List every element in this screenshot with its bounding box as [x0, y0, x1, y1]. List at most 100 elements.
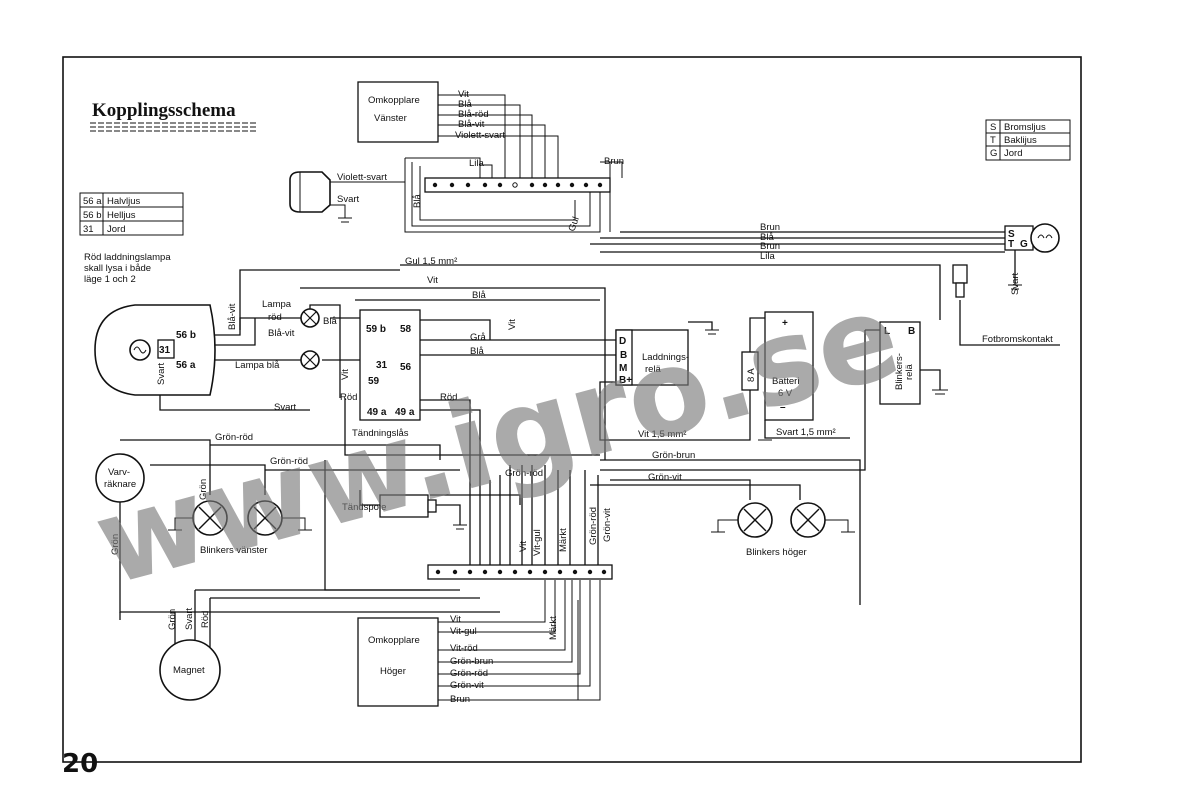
wire-label-rod: Röd [340, 392, 357, 403]
svg-text:B: B [620, 350, 627, 361]
svg-text:Svart: Svart [337, 194, 360, 205]
svg-text:8 A: 8 A [746, 368, 757, 382]
svg-text:skall lysa i både: skall lysa i både [84, 263, 151, 274]
wire-label-gron-vit: Grön-vit [648, 472, 682, 483]
svg-text:Grön: Grön [167, 609, 178, 630]
svg-text:M: M [619, 363, 627, 374]
ignition-lock: 59 b 58 31 56 59 49 a 49 a Tändningslås [352, 309, 421, 439]
wire-label-gron-rod: Grön-röd [215, 432, 253, 443]
wire-label-vit-mid: Vit [507, 319, 518, 330]
svg-text:Magnet: Magnet [173, 665, 205, 676]
wire-label-gron-vit-v: Grön-vit [602, 508, 613, 542]
wire-label-gron: Grön [110, 534, 121, 555]
svg-text:56: 56 [400, 362, 412, 373]
svg-text:Brun: Brun [450, 694, 470, 705]
wire-label-bla-mid: Blå [470, 346, 484, 357]
charging-lamp-note: Röd laddningslampa skall lysa i både läg… [84, 252, 171, 285]
page-title: Kopplingsschema [92, 100, 236, 121]
svg-text:6 V: 6 V [778, 388, 793, 399]
svg-text:Vänster: Vänster [374, 113, 407, 124]
svg-text:Blinkers höger: Blinkers höger [746, 547, 807, 558]
svg-text:räknare: räknare [104, 479, 136, 490]
svg-text:58: 58 [400, 324, 412, 335]
svg-text:49 a: 49 a [367, 407, 387, 418]
ignition-coil: Tändspole [342, 494, 437, 518]
wire-label-gron-rod: Grön-röd [505, 468, 543, 479]
svg-text:L: L [884, 326, 890, 337]
svg-text:+: + [782, 318, 788, 329]
wire-label-vit-bat: Vit 1,5 mm² [638, 429, 686, 440]
wire-label-lila: Lila [469, 158, 485, 169]
svg-text:Blå: Blå [760, 232, 774, 243]
brake-switch: Fotbromskontakt [952, 264, 1053, 345]
legend-code: S [990, 122, 996, 133]
svg-text:Grön-brun: Grön-brun [450, 656, 493, 667]
terminal-strip-bottom [427, 564, 613, 580]
legend-code: T [990, 135, 996, 146]
indicator-lamp-blue [300, 350, 320, 370]
svg-text:31: 31 [376, 360, 388, 371]
svg-text:49 a: 49 a [395, 407, 415, 418]
svg-text:Blinkers vänster: Blinkers vänster [200, 545, 268, 556]
switch-right: Omkopplare Höger [357, 617, 439, 707]
svg-text:Vit-röd: Vit-röd [450, 643, 478, 654]
wire-label-bla: Blå [472, 290, 486, 301]
svg-text:Tändspole: Tändspole [342, 502, 386, 513]
svg-text:D: D [619, 336, 626, 347]
svg-text:B+: B+ [619, 375, 632, 386]
svg-text:Laddnings-: Laddnings- [642, 352, 689, 363]
switch-left-wire-labels: Vit Blå Blå-röd Blå-vit Violett-svart [455, 89, 505, 141]
charging-relay: D B M B+ Laddnings- relä [615, 329, 689, 386]
svg-text:Blå: Blå [458, 99, 472, 110]
legend-code: G [990, 148, 997, 159]
wire-label-gra: Grå [470, 332, 487, 343]
wire-label-rod: röd [268, 312, 282, 323]
svg-text:Lila: Lila [760, 251, 776, 262]
wire-label-bla-v: Blå [412, 194, 423, 208]
diagram-frame [62, 56, 1082, 763]
magneto: Magnet Grön Svart Röd [159, 607, 221, 701]
wire-label-bla-vit-v: Blå-vit [227, 303, 238, 330]
svg-text:56 a: 56 a [176, 360, 196, 371]
svg-text:läge 1 och 2: läge 1 och 2 [84, 274, 136, 285]
wire-label-gron-rod-v: Grön-röd [588, 507, 599, 545]
wire-label-lampa-bla: Lampa blå [235, 360, 280, 371]
svg-text:Svart: Svart [184, 607, 195, 630]
legend-label: Jord [1004, 148, 1022, 159]
svg-text:Röd: Röd [200, 611, 211, 628]
svg-text:relä: relä [904, 363, 915, 380]
wire-label-gron-brun: Grön-brun [652, 450, 695, 461]
headlight: 56 b 31 56 a [94, 304, 216, 396]
wire-label-vit-gul: Vit-gul [532, 529, 543, 556]
svg-text:59: 59 [368, 376, 380, 387]
wire-label-rod: Röd [440, 392, 457, 403]
legend-right: S Bromsljus T Baklijus G Jord [985, 119, 1071, 161]
legend-label: Jord [107, 224, 125, 235]
switch-left: Omkopplare Vänster [357, 81, 439, 143]
battery: + Batteri 6 V – [764, 311, 814, 421]
legend-label: Baklijus [1004, 135, 1037, 146]
indicator-lamp-red [300, 308, 320, 328]
wire-label-svart-bat: Svart 1,5 mm² [776, 427, 836, 438]
svg-text:Violett-svart: Violett-svart [337, 172, 387, 183]
wire-label-markt: Märkt [548, 616, 559, 640]
wire-label-vit: Vit [518, 541, 529, 552]
svg-text:–: – [780, 402, 786, 413]
svg-text:Grön-vit: Grön-vit [450, 680, 484, 691]
svg-text:56 b: 56 b [176, 330, 196, 341]
terminal-strip-top [424, 177, 611, 193]
page-number: 20 [62, 749, 98, 779]
svg-text:S: S [1008, 229, 1015, 240]
svg-text:Vit-gul: Vit-gul [450, 626, 477, 637]
svg-text:Röd laddningslampa: Röd laddningslampa [84, 252, 171, 263]
blinkers-right: Blinkers höger [711, 502, 855, 558]
tail-wire-labels: Brun Blå Brun Lila [760, 222, 780, 262]
svg-text:T: T [1008, 239, 1014, 250]
wire-label-gul-v: Gul [566, 215, 581, 233]
blinkers-left: Blinkers vänster [168, 500, 312, 556]
legend-code: 31 [83, 224, 94, 235]
svg-text:59 b: 59 b [366, 324, 386, 335]
svg-text:31: 31 [159, 345, 171, 356]
